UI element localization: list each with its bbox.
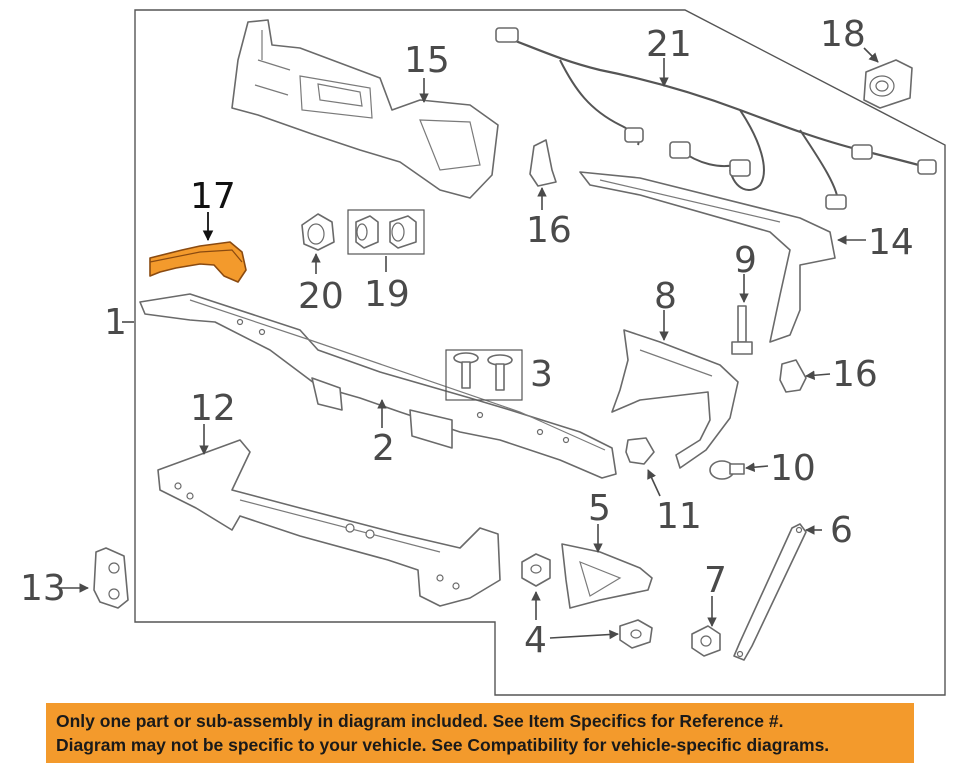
part-4-flange-nut <box>521 553 653 649</box>
callout-13: 13 <box>20 568 66 609</box>
callout-8: 8 <box>654 276 677 317</box>
part-16-upper-clip <box>529 139 557 187</box>
callout-20: 20 <box>298 276 344 317</box>
callout-10: 10 <box>770 448 816 489</box>
part-14-side-bracket <box>579 171 836 343</box>
disclaimer-line-1: Only one part or sub-assembly in diagram… <box>56 711 784 731</box>
part-18-sensor <box>863 59 913 109</box>
callout-labels: 15 21 18 16 14 17 20 19 9 8 1 3 16 2 12 … <box>20 14 914 661</box>
part-8-side-panel <box>611 329 739 469</box>
callout-1: 1 <box>104 302 127 343</box>
disclaimer-banner: Only one part or sub-assembly in diagram… <box>46 703 914 763</box>
callout-19: 19 <box>364 274 410 315</box>
callout-16-upper: 16 <box>526 210 572 251</box>
callout-11: 11 <box>656 496 702 537</box>
part-17-highlighted-bracket <box>149 241 247 283</box>
callout-5: 5 <box>588 488 611 529</box>
part-7-nut <box>691 625 721 657</box>
callout-3: 3 <box>530 354 553 395</box>
part-6-brace-rod <box>733 523 807 661</box>
part-21-wiring-harness <box>495 27 937 210</box>
part-15-upper-panel <box>231 19 499 199</box>
callout-14: 14 <box>868 222 914 263</box>
part-20-bumper-stop <box>301 213 335 251</box>
leader-lines <box>58 47 879 640</box>
part-19-bushings <box>347 209 425 255</box>
callout-17: 17 <box>190 176 236 217</box>
part-11-push-pin <box>625 437 655 465</box>
callout-15: 15 <box>404 40 450 81</box>
part-12-lower-beam <box>157 439 501 607</box>
part-5-bracket <box>561 543 653 609</box>
parts-diagram: 15 21 18 16 14 17 20 19 9 8 1 3 16 2 12 … <box>20 9 946 696</box>
part-9-bolt <box>731 305 753 355</box>
part-13-bracket-plate <box>93 547 129 609</box>
assembly-frame <box>134 9 946 696</box>
part-10-push-pin <box>709 460 745 480</box>
part-16-lower-clip <box>779 359 807 393</box>
callout-18: 18 <box>820 14 866 55</box>
callout-9: 9 <box>734 240 757 281</box>
part-2-impact-bar <box>139 293 617 479</box>
disclaimer-line-2: Diagram may not be specific to your vehi… <box>56 735 830 755</box>
callout-2: 2 <box>372 428 395 469</box>
callout-4: 4 <box>524 620 547 661</box>
callout-16-lower: 16 <box>832 354 878 395</box>
callout-6: 6 <box>830 510 853 551</box>
callout-7: 7 <box>704 560 727 601</box>
part-3-bolts <box>445 349 523 401</box>
callout-21: 21 <box>646 24 692 65</box>
callout-12: 12 <box>190 388 236 429</box>
